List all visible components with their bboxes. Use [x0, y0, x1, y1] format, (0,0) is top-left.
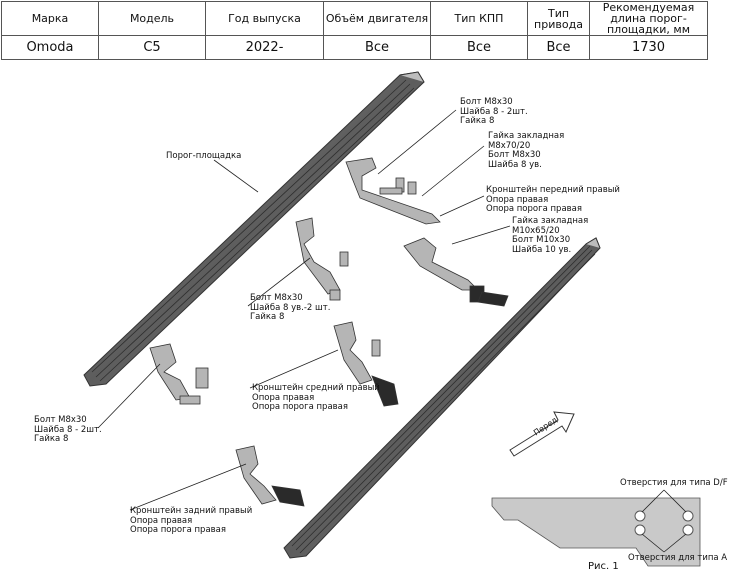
step-board-upper [83, 71, 425, 387]
leader-lines [97, 109, 511, 511]
step-board-lower [283, 237, 601, 559]
cell-model: C5 [98, 35, 206, 60]
cell-length: 1730 [589, 35, 708, 60]
header-drive: Тип привода [527, 1, 590, 36]
header-length: Рекомендуемая длина порог-площадки, мм [589, 1, 708, 36]
hole-type-detail [491, 489, 701, 567]
cell-brand: Omoda [1, 35, 99, 60]
label-holes-a: Отверстия для типа А [628, 553, 728, 563]
label-holes-df: Отверстия для типа D/F [620, 478, 728, 488]
figure-caption: Рис. 1 [588, 561, 619, 572]
cell-year: 2022- [205, 35, 324, 60]
spec-table: Марка Модель Год выпуска Объём двигателя… [1, 1, 708, 60]
front-arrow [509, 411, 575, 457]
cell-gearbox: Все [430, 35, 528, 60]
label-step-board: Порог-площадка [166, 151, 242, 161]
header-gearbox: Тип КПП [430, 1, 528, 36]
bracket-groups [149, 157, 509, 507]
cell-engine: Все [323, 35, 431, 60]
